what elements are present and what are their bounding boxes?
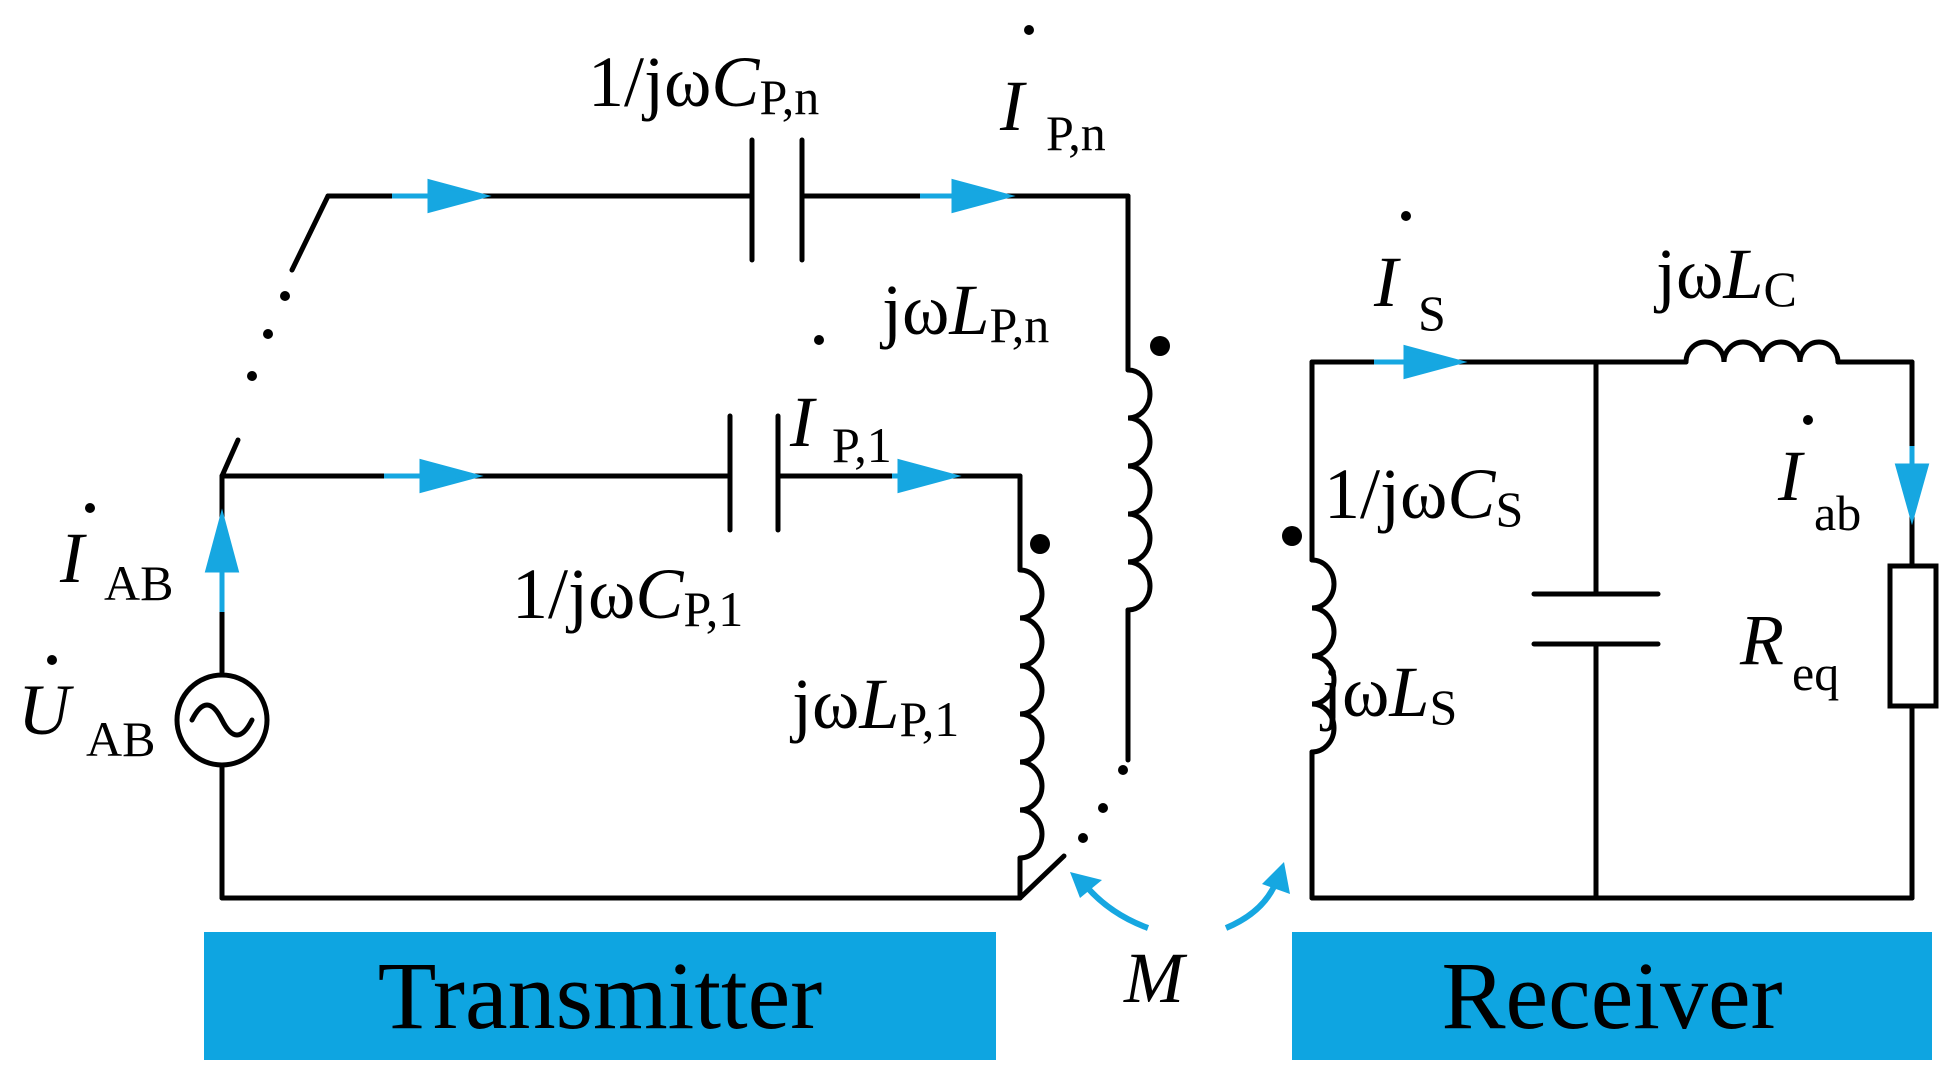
wire-branch-n-slant (289, 193, 331, 273)
mutual-arrow-right-head (1262, 862, 1290, 894)
dot-accent (85, 503, 95, 513)
svg-text:S: S (1418, 285, 1446, 341)
label-cpn: 1/jωCP,n (588, 42, 819, 125)
svg-text:AB: AB (86, 711, 155, 767)
mutual-arrow-left-head (1070, 872, 1102, 898)
dot (263, 329, 273, 339)
svg-text:I: I (1373, 242, 1401, 322)
current-arrows (204, 178, 1930, 612)
receiver-circuit (1309, 339, 1939, 901)
ac-source-wave (189, 702, 255, 738)
label-lc: jωLC (1653, 234, 1797, 317)
svg-text:U: U (18, 670, 74, 750)
label-lpn: jωLP,n (879, 270, 1049, 353)
arrow-head (419, 458, 484, 494)
receiver-box (1292, 932, 1932, 1060)
arrow-head (1894, 463, 1930, 526)
svg-text:ab: ab (1814, 485, 1861, 541)
dot-accent (1401, 211, 1411, 221)
svg-text:AB: AB (104, 555, 173, 611)
inductor-ls (1309, 557, 1337, 755)
label-ls: jωLS (1319, 652, 1457, 735)
dot (247, 371, 257, 381)
label-cp1: 1/jωCP,1 (512, 554, 743, 637)
ellipsis-dots (247, 291, 1302, 843)
wire-bottom-slant (1017, 853, 1067, 901)
inductor-lpn (1125, 367, 1153, 613)
mutual-arrows (1070, 862, 1290, 931)
label-is: I S (1373, 211, 1446, 341)
label-req: R eq (1739, 600, 1839, 701)
label-ip1: I P,1 (789, 335, 892, 473)
polarity-dot-lpn (1150, 336, 1170, 356)
svg-text:R: R (1739, 600, 1784, 680)
svg-text:P,n: P,n (1046, 105, 1106, 161)
dot (1118, 765, 1128, 775)
label-cs: 1/jωCS (1324, 454, 1523, 537)
dot (280, 291, 290, 301)
label-mutual: M (1123, 938, 1188, 1018)
arrow-head (427, 178, 492, 214)
inductor-lc (1683, 339, 1841, 365)
svg-text:I: I (1777, 436, 1805, 516)
label-iab: I AB (59, 503, 173, 611)
inductor-lp1 (1017, 567, 1045, 861)
transmitter-label: Transmitter (378, 942, 823, 1049)
resistor-req (1887, 563, 1939, 709)
label-ipn: I P,n (999, 25, 1106, 161)
mutual-arrow-right (1224, 880, 1279, 931)
polarity-dot-ls (1282, 526, 1302, 546)
dot (1078, 833, 1088, 843)
svg-text:I: I (789, 382, 817, 462)
wire-source-slant (219, 437, 241, 479)
dot-accent (814, 335, 824, 345)
label-iab-receiver: I ab (1777, 415, 1861, 541)
svg-text:eq: eq (1792, 645, 1839, 701)
svg-text:I: I (59, 518, 87, 598)
arrow-head (204, 508, 240, 573)
arrow-head (897, 458, 962, 494)
receiver-label: Receiver (1441, 942, 1782, 1049)
label-lp1: jωLP,1 (789, 664, 959, 747)
arrow-head (1403, 344, 1468, 380)
polarity-dot-lp1 (1030, 534, 1050, 554)
svg-text:I: I (999, 66, 1027, 146)
dot-accent (1024, 25, 1034, 35)
label-uab: U AB (18, 655, 155, 767)
transmitter-circuit (174, 137, 1153, 901)
transmitter-box (204, 932, 996, 1060)
svg-text:P,1: P,1 (832, 417, 892, 473)
dot-accent (47, 655, 57, 665)
dot-accent (1803, 415, 1813, 425)
mutual-arrow-left (1083, 884, 1150, 931)
dot (1098, 803, 1108, 813)
arrow-head (951, 178, 1016, 214)
